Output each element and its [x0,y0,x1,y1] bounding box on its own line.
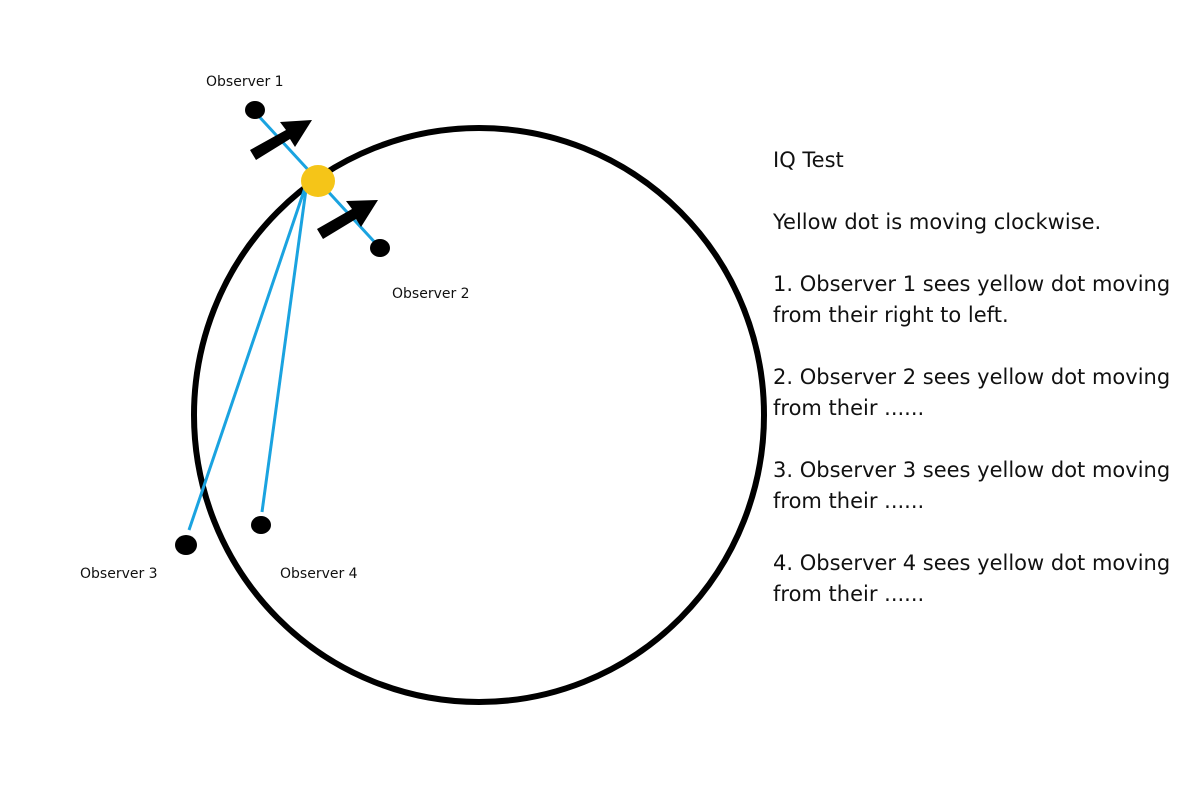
question-panel: IQ Test Yellow dot is moving clockwise. … [773,145,1193,641]
panel-intro: Yellow dot is moving clockwise. [773,210,1102,234]
observer-3-dot [175,535,197,555]
observer-3-label: Observer 3 [80,566,158,582]
observer-4-label: Observer 4 [280,566,358,582]
observer-1-dot [245,101,265,119]
observer-1-label: Observer 1 [206,74,284,90]
question-item-4: 4. Observer 4 sees yellow dot moving fro… [773,551,1171,606]
arrow-icon [317,200,378,239]
observer-4-dot [251,516,271,534]
panel-title: IQ Test [773,148,844,172]
sight-line-observer-3 [187,181,309,531]
question-item-2: 2. Observer 2 sees yellow dot moving fro… [773,365,1171,420]
question-item-3: 3. Observer 3 sees yellow dot moving fro… [773,458,1171,513]
sight-line-observer-4 [260,181,309,513]
observer-2-label: Observer 2 [392,286,470,302]
observer-2-dot [370,239,390,257]
question-item-1: 1. Observer 1 sees yellow dot moving fro… [773,272,1171,327]
arrow-icon [250,120,312,160]
yellow-dot-icon [301,165,335,197]
orbit-circle [191,125,767,705]
